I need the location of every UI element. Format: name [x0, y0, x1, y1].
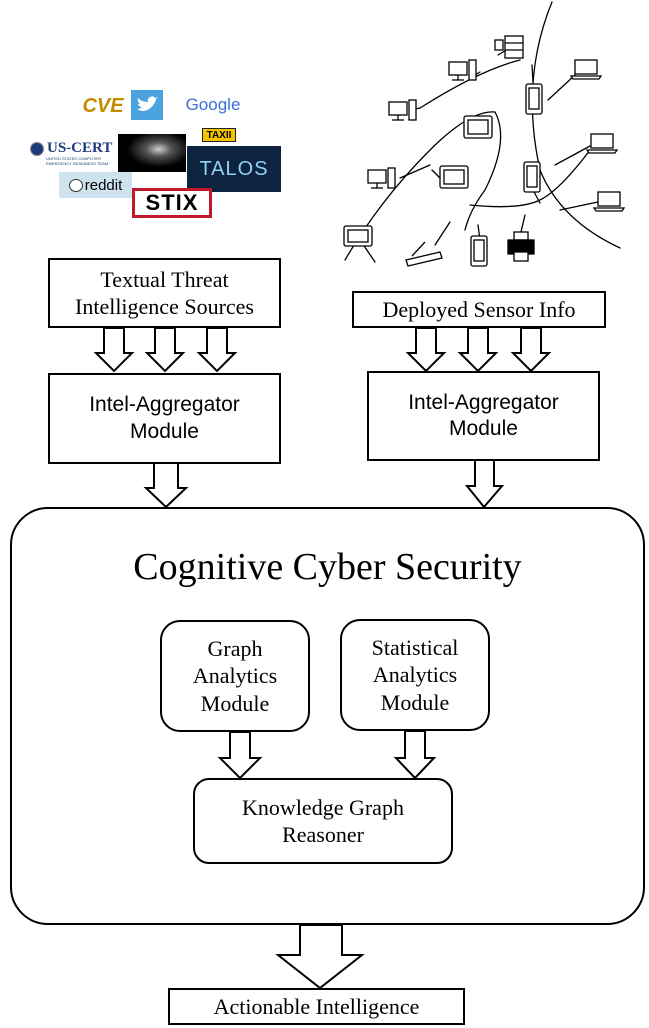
phone-icon — [525, 83, 543, 115]
uscert-logo: US-CERT UNITED STATES COMPUTER EMERGENCY… — [30, 138, 116, 168]
graph-analytics-module: Graph Analytics Module — [160, 620, 310, 732]
deployed-sensor-info-box: Deployed Sensor Info — [352, 291, 606, 328]
cve-logo: CVE — [82, 94, 124, 117]
desktop-icon — [448, 59, 477, 81]
snoo-icon — [68, 178, 83, 192]
twitter-logo — [131, 90, 163, 120]
stix-logo: STIX — [132, 188, 212, 218]
sensor-network-diagram — [343, 1, 626, 267]
tablet-icon — [463, 115, 493, 139]
down-arrow — [464, 459, 505, 509]
phone-icon — [523, 161, 541, 193]
knowledge-graph-reasoner: Knowledge Graph Reasoner — [193, 778, 453, 864]
laptop-icon — [585, 133, 619, 154]
down-arrow — [393, 730, 437, 780]
statistical-analytics-module: Statistical Analytics Module — [340, 619, 490, 731]
laptop-icon — [569, 59, 603, 80]
down-arrow — [144, 327, 186, 373]
phone-icon — [470, 235, 488, 267]
desktop-icon — [367, 167, 396, 189]
down-arrow — [405, 327, 447, 373]
bird-icon — [137, 96, 158, 111]
down-arrow — [217, 731, 263, 780]
right-intel-aggregator-module: Intel-Aggregator Module — [367, 371, 600, 461]
desktop-icon — [388, 99, 417, 121]
dhs-seal-icon — [30, 141, 44, 156]
tablet-icon — [343, 225, 373, 247]
actionable-intelligence-box: Actionable Intelligence — [168, 988, 465, 1025]
down-arrow — [457, 327, 499, 373]
down-arrow — [196, 327, 238, 373]
scanner-icon — [405, 241, 443, 267]
dark-image-logo — [118, 134, 186, 172]
google-logo: Google — [185, 95, 241, 114]
left-intel-aggregator-module: Intel-Aggregator Module — [48, 373, 281, 464]
printer-icon — [507, 231, 535, 262]
taxii-logo: TAXII — [202, 128, 236, 142]
tablet-icon — [439, 165, 469, 189]
server-icon — [494, 35, 524, 59]
reddit-logo: reddit — [59, 172, 132, 198]
cognitive-cyber-security-title: Cognitive Cyber Security — [133, 546, 522, 588]
down-arrow — [93, 327, 135, 373]
laptop-icon — [592, 191, 626, 212]
down-arrow — [143, 462, 189, 509]
down-arrow — [510, 327, 552, 373]
talos-logo: TALOS — [187, 146, 281, 192]
down-arrow — [275, 924, 365, 990]
